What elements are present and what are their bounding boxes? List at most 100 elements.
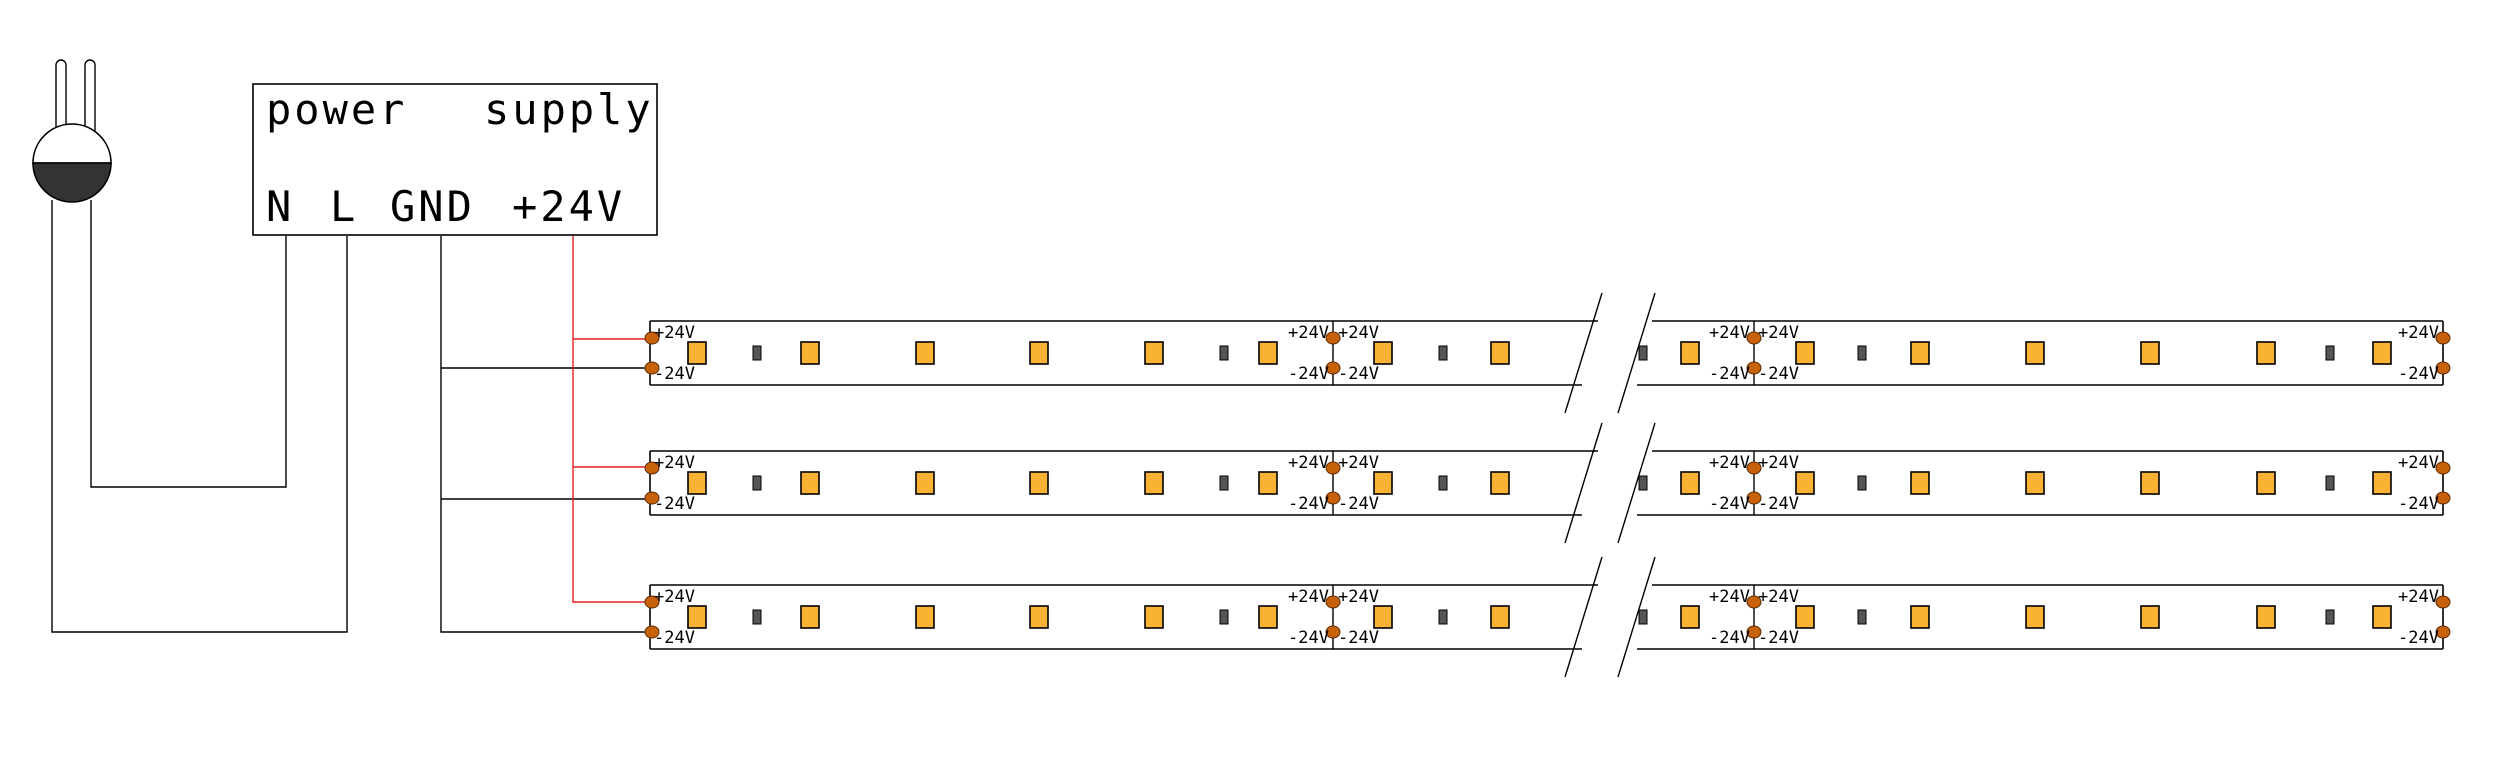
led-strip-3: +24V-24V+24V-24V+24V-24V+24V-24V+24V-24V… bbox=[644, 556, 2451, 678]
resistor-icon bbox=[2325, 475, 2335, 491]
power-supply-title-left: power bbox=[266, 85, 407, 134]
strip-body-left bbox=[649, 584, 1598, 650]
label-negative: -24V bbox=[654, 364, 695, 384]
solder-pad-icon bbox=[2435, 331, 2451, 345]
mains-plug-icon bbox=[32, 59, 112, 203]
led-strip-1: +24V -24V +24V -24V +24V -24V +24V -24V +24V -24V… bbox=[644, 292, 2451, 414]
led-chip-icon bbox=[1144, 471, 1164, 495]
led-chip-icon bbox=[2140, 605, 2160, 629]
label-positive: +24V bbox=[1758, 587, 1799, 607]
label-positive: +24V bbox=[654, 453, 695, 473]
resistor-icon bbox=[1857, 345, 1867, 361]
led-chip-icon bbox=[1490, 471, 1510, 495]
label-negative: -24V bbox=[1709, 494, 1750, 514]
led-chip-icon bbox=[1029, 341, 1049, 365]
label-positive: +24V bbox=[1338, 453, 1379, 473]
label-positive: +24V bbox=[1288, 323, 1329, 343]
led-chip-icon bbox=[2025, 471, 2045, 495]
led-chip-icon bbox=[687, 605, 707, 629]
led-strips: +24V -24V +24V -24V +24V -24V +24V -24V +24V -24V… bbox=[644, 292, 2451, 678]
led-chip-icon bbox=[1373, 605, 1393, 629]
resistor-icon bbox=[1638, 345, 1648, 361]
resistor-icon bbox=[1638, 609, 1648, 625]
label-negative: -24V bbox=[2398, 494, 2439, 514]
led-chip-icon bbox=[2140, 471, 2160, 495]
resistor-icon bbox=[1438, 345, 1448, 361]
wire-gnd-bus bbox=[440, 236, 652, 633]
label-positive: +24V bbox=[1758, 453, 1799, 473]
led-chip-icon bbox=[1373, 341, 1393, 365]
resistor-icon bbox=[2325, 345, 2335, 361]
break-mark-icon bbox=[1564, 556, 1603, 678]
solder-pad-icon bbox=[644, 361, 660, 375]
solder-pad-icon bbox=[1325, 361, 1341, 375]
solder-pad-icon bbox=[1325, 331, 1341, 345]
resistor-icon bbox=[1857, 609, 1867, 625]
led-chip-icon bbox=[915, 341, 935, 365]
strip-body-left bbox=[649, 450, 1598, 516]
solder-pad-icon bbox=[1746, 491, 1762, 505]
led-chip-icon bbox=[2372, 471, 2392, 495]
break-mark-icon bbox=[1564, 422, 1603, 544]
led-chip-icon bbox=[687, 471, 707, 495]
label-negative: -24V bbox=[1709, 364, 1750, 384]
solder-pad-icon bbox=[644, 625, 660, 639]
led-chip-icon bbox=[1490, 605, 1510, 629]
solder-pad-icon bbox=[2435, 491, 2451, 505]
wire-neutral bbox=[90, 200, 287, 488]
solder-pad-icon bbox=[1746, 625, 1762, 639]
break-mark-icon bbox=[1617, 292, 1656, 414]
resistor-icon bbox=[752, 345, 762, 361]
label-negative: -24V bbox=[1288, 494, 1329, 514]
led-chip-icon bbox=[2256, 471, 2276, 495]
label-negative: -24V bbox=[1338, 494, 1379, 514]
label-negative: -24V bbox=[1709, 628, 1750, 648]
led-chip-icon bbox=[1910, 341, 1930, 365]
terminal-24v-label: +24V bbox=[512, 182, 625, 231]
solder-pad-icon bbox=[2435, 595, 2451, 609]
label-negative: -24V bbox=[1288, 364, 1329, 384]
led-chip-icon bbox=[1029, 605, 1049, 629]
led-chip-icon bbox=[1680, 605, 1700, 629]
output-wiring bbox=[440, 236, 652, 633]
break-mark-icon bbox=[1617, 556, 1656, 678]
label-negative: -24V bbox=[1758, 364, 1799, 384]
power-supply: power supply N L GND +24V bbox=[252, 83, 658, 236]
label-negative: -24V bbox=[1288, 628, 1329, 648]
solder-pad-icon bbox=[644, 595, 660, 609]
led-chip-icon bbox=[2256, 341, 2276, 365]
label-positive: +24V bbox=[2398, 323, 2439, 343]
label-positive: +24V bbox=[1338, 323, 1379, 343]
solder-pad-icon bbox=[644, 491, 660, 505]
solder-pad-icon bbox=[2435, 625, 2451, 639]
solder-pad-icon bbox=[1325, 461, 1341, 475]
led-chip-icon bbox=[2025, 605, 2045, 629]
led-chip-icon bbox=[2256, 605, 2276, 629]
led-chip-icon bbox=[1910, 471, 1930, 495]
solder-pad-icon bbox=[644, 331, 660, 345]
label-negative: -24V bbox=[654, 628, 695, 648]
led-chip-icon bbox=[1258, 605, 1278, 629]
strip-body-left bbox=[649, 320, 1598, 386]
label-positive: +24V bbox=[654, 323, 695, 343]
led-chip-icon bbox=[1795, 341, 1815, 365]
resistor-icon bbox=[1438, 475, 1448, 491]
led-chip-icon bbox=[1680, 341, 1700, 365]
label-negative: -24V bbox=[2398, 364, 2439, 384]
led-chip-icon bbox=[687, 341, 707, 365]
label-positive: +24V bbox=[1758, 323, 1799, 343]
break-mark-icon bbox=[1617, 422, 1656, 544]
label-positive: +24V bbox=[1288, 453, 1329, 473]
solder-pad-icon bbox=[644, 461, 660, 475]
label-negative: -24V bbox=[654, 494, 695, 514]
label-negative: -24V bbox=[2398, 628, 2439, 648]
resistor-icon bbox=[752, 609, 762, 625]
power-supply-title-right: supply bbox=[484, 85, 654, 134]
led-chip-icon bbox=[2140, 341, 2160, 365]
solder-pad-icon bbox=[1746, 461, 1762, 475]
label-negative: -24V bbox=[1338, 364, 1379, 384]
led-chip-icon bbox=[800, 471, 820, 495]
solder-pad-icon bbox=[1325, 625, 1341, 639]
led-chip-icon bbox=[1029, 471, 1049, 495]
led-chip-icon bbox=[915, 605, 935, 629]
